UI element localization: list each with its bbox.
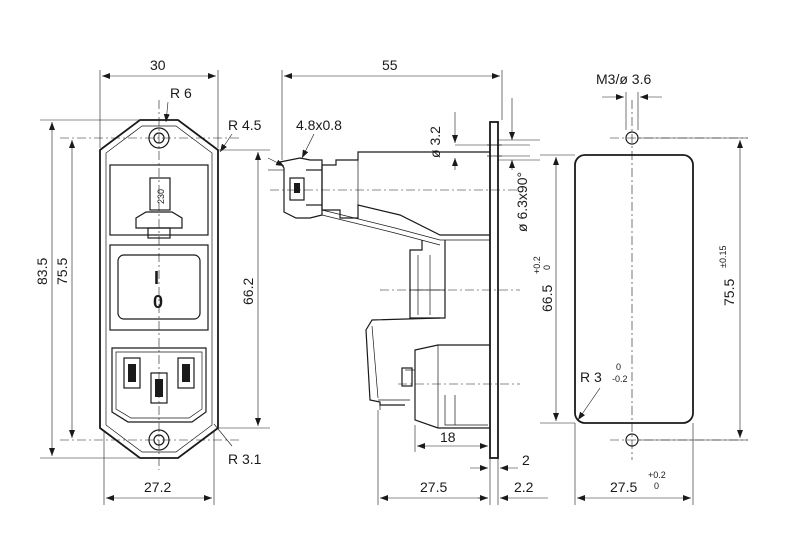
side-dimensions: 55 4.8x0.8 ø 3.2 ø 6.3x90° 18 2 27.5 <box>267 57 548 505</box>
fuse-rating-label: 230 <box>156 189 166 204</box>
dim-flange-2: 2 <box>522 452 530 468</box>
dim-width-27-5-side: 27.5 <box>420 479 447 495</box>
dim-overall-height: 83.5 <box>34 258 50 285</box>
dim-tab-size: 4.8x0.8 <box>296 117 342 133</box>
dim-hole-diameter: ø 3.2 <box>427 126 443 158</box>
inlet-pin-right <box>177 357 195 389</box>
dim-cutout-width-tol-low: 0 <box>654 481 659 491</box>
dim-bottom-width: 27.2 <box>144 479 171 495</box>
dim-cutout-width: 27.5 <box>610 479 637 495</box>
side-inlet-body <box>414 344 490 429</box>
dim-cutout-height-tol-low: 0 <box>542 265 552 270</box>
dim-screw: M3/ø 3.6 <box>596 71 651 87</box>
dim-depth-18: 18 <box>440 429 456 445</box>
dim-cutout-radius-tol-low: -0.2 <box>612 374 628 384</box>
inlet-pin-left <box>123 357 141 389</box>
switch-on-label: I <box>154 268 159 288</box>
front-dimensions: 30 R 6 R 4.5 83.5 75.5 66.2 R 3.1 27.2 <box>34 57 270 505</box>
cutout-dimensions: M3/ø 3.6 66.5 +0.2 0 75.5 ±0.15 R 3 0 -0… <box>532 71 748 505</box>
front-inner-frame <box>105 125 213 453</box>
dim-side-depth: 55 <box>382 57 398 73</box>
dim-countersink: ø 6.3x90° <box>514 172 530 232</box>
dim-cutout-height-tol-up: +0.2 <box>532 256 542 274</box>
dim-cutout-radius: R 3 <box>580 369 602 385</box>
dim-cutout-height: 66.5 <box>539 285 555 312</box>
dim-corner-radius-bottom: R 3.1 <box>228 451 262 467</box>
dim-front-width: 30 <box>150 57 166 73</box>
dim-flange-2-2: 2.2 <box>514 479 534 495</box>
iec-inlet <box>111 347 207 423</box>
switch-off-label: 0 <box>153 292 163 312</box>
dim-switch-height: 66.2 <box>240 278 256 305</box>
panel-cutout <box>574 154 694 424</box>
side-terminal <box>279 157 323 219</box>
dim-cutout-width-tol-up: +0.2 <box>648 470 666 480</box>
side-view <box>270 121 520 459</box>
side-switch-body <box>409 240 446 319</box>
side-upper-body <box>321 151 490 236</box>
side-spring-clip <box>365 317 441 406</box>
dim-hole-spacing: 75.5 <box>721 279 737 306</box>
dim-hole-spacing-tol: ±0.15 <box>718 246 728 268</box>
front-view: 230 I 0 <box>60 100 240 470</box>
dim-corner-radius-top: R 6 <box>170 85 192 101</box>
dim-mount-height: 75.5 <box>54 258 70 285</box>
front-outer-frame <box>99 119 219 459</box>
dim-corner-radius-right: R 4.5 <box>228 117 262 133</box>
dim-cutout-radius-tol-up: 0 <box>616 362 621 372</box>
